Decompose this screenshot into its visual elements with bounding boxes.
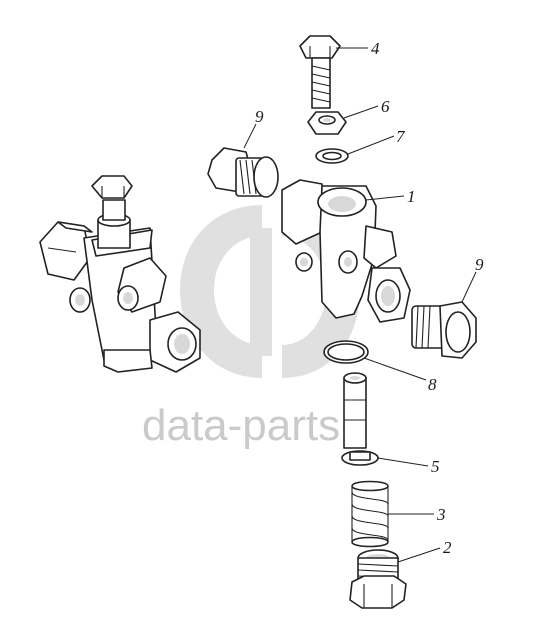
part-5-valve-stem <box>341 372 379 466</box>
part-6-nut <box>307 111 347 135</box>
part-7-washer <box>315 148 349 164</box>
part-9-plug-left <box>207 147 279 198</box>
callout-8: 8 <box>428 375 437 394</box>
leader-lines <box>243 47 477 563</box>
callout-2: 2 <box>443 538 452 557</box>
watermark-text: data-parts <box>142 401 340 450</box>
callout-3: 3 <box>436 505 446 524</box>
callout-6: 6 <box>381 97 390 116</box>
callout-9-left: 9 <box>255 107 264 126</box>
callout-7: 7 <box>396 127 406 146</box>
part-3-spring <box>351 480 389 548</box>
part-4-bolt <box>299 35 341 109</box>
callout-9-right: 9 <box>475 255 484 274</box>
part-8-o-ring <box>323 340 369 364</box>
part-9-plug-right <box>411 301 477 359</box>
callout-1: 1 <box>407 187 416 206</box>
assembled-valve <box>39 175 201 373</box>
callout-4: 4 <box>371 39 380 58</box>
callout-labels: 4 6 7 9 1 9 8 5 3 2 <box>255 39 484 557</box>
callout-5: 5 <box>431 457 440 476</box>
part-2-threaded-plug <box>349 549 407 609</box>
part-1-valve-body <box>281 179 411 323</box>
